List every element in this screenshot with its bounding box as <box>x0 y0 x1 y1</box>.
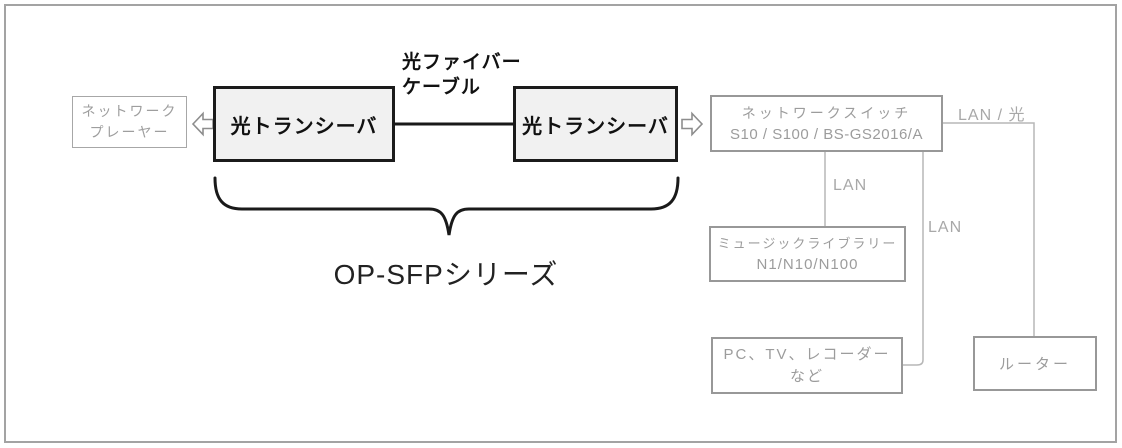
hollow-arrow-right-icon <box>681 111 703 137</box>
optical-transceiver-left-box: 光トランシーバ <box>213 86 395 162</box>
router-label: ルーター <box>998 356 1071 373</box>
lan-fiber-wire <box>943 122 1035 336</box>
network-switch-label-line2: S10 / S100 / BS-GS2016/A <box>730 125 923 143</box>
optical-transceiver-left-label: 光トランシーバ <box>230 115 378 138</box>
optical-transceiver-right-box: 光トランシーバ <box>513 86 678 162</box>
network-player-label-line2: プレーヤー <box>89 124 170 140</box>
network-switch-label-line1: ネットワークスイッチ <box>741 104 912 121</box>
pc-tv-recorder-label-line1: PC、TV、レコーダー <box>723 345 891 363</box>
music-library-label-line2: N1/N10/N100 <box>756 256 859 273</box>
music-library-label-line1: ミュージックライブラリー <box>717 236 898 251</box>
pc-tv-recorder-box: PC、TV、レコーダー など <box>711 337 903 394</box>
lan-label-1: LAN <box>833 177 868 194</box>
lan-label-2: LAN <box>928 219 963 236</box>
network-switch-box: ネットワークスイッチ S10 / S100 / BS-GS2016/A <box>710 95 943 152</box>
hollow-arrow-left-icon <box>192 111 214 137</box>
pc-tv-recorder-label-line2: など <box>789 367 824 385</box>
network-player-box: ネットワーク プレーヤー <box>72 96 187 148</box>
optical-transceiver-right-label: 光トランシーバ <box>522 115 669 138</box>
switch-to-pc-wire <box>903 152 924 366</box>
network-player-label-line1: ネットワーク <box>81 103 178 119</box>
music-library-box: ミュージックライブラリー N1/N10/N100 <box>709 226 906 282</box>
lan-fiber-label: LAN / 光 <box>958 107 1026 124</box>
fiber-cable-label: 光ファイバー ケーブル <box>402 50 522 100</box>
diagram-frame <box>4 4 1117 443</box>
fiber-cable-label-line1: 光ファイバー <box>402 52 522 73</box>
op-sfp-series-label: OP-SFPシリーズ <box>333 259 559 290</box>
router-box: ルーター <box>973 336 1097 391</box>
op-sfp-brace <box>213 176 680 236</box>
fiber-cable-label-line2: ケーブル <box>402 77 481 98</box>
